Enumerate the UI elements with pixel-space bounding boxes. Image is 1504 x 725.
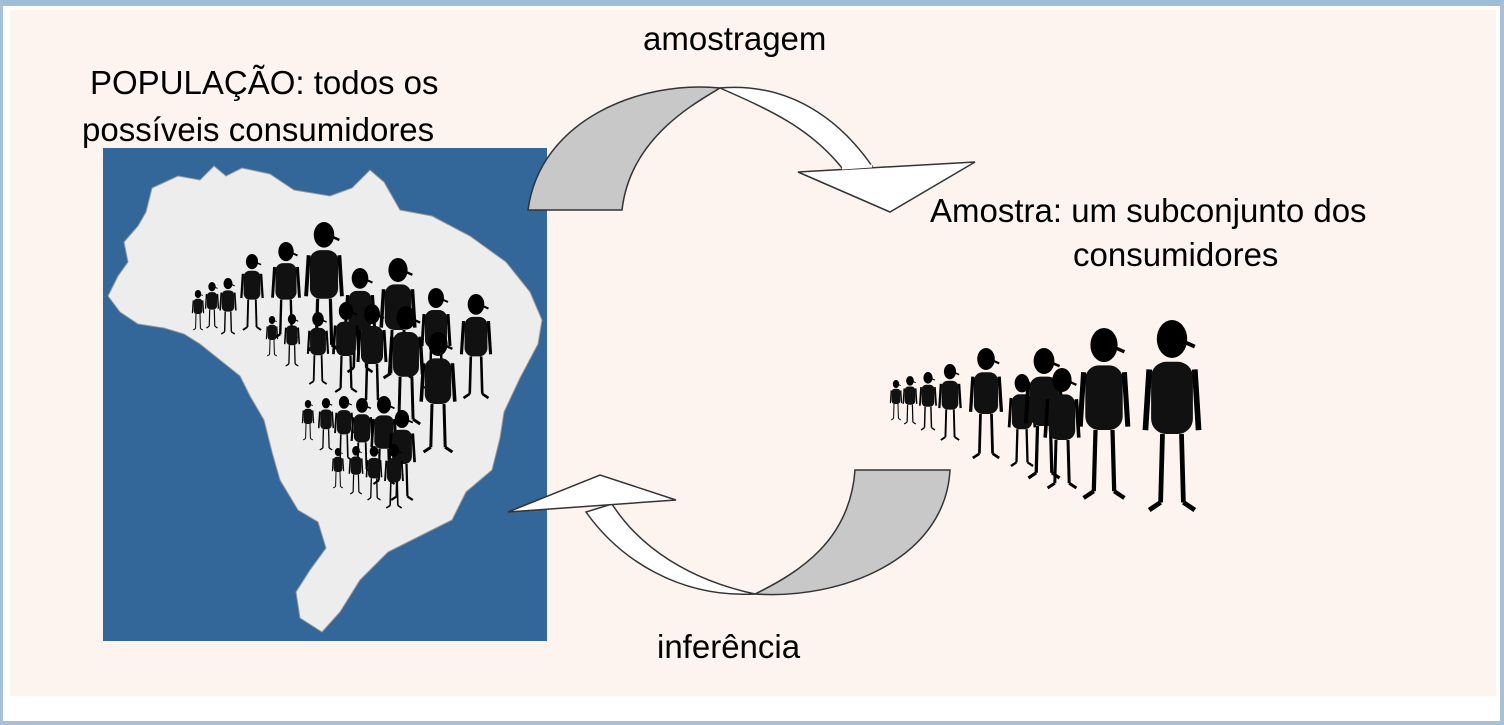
population-label-line2: possíveis consumidores [82,111,435,148]
person-figure [317,398,335,451]
person-figure [889,380,903,421]
person-figure [348,446,364,495]
person-figure [919,372,937,431]
sampling-arrow-icon [527,86,976,213]
sample-crowd-icon [889,320,1202,512]
person-figure [459,294,493,400]
inference-label: inferência [657,628,801,665]
inference-arrow-icon [507,469,951,596]
sample-label-line2: consumidores [1073,236,1279,273]
person-figure [419,332,457,454]
population-label-line1: POPULAÇÃO: todos os [90,64,439,101]
person-figure [265,316,279,357]
person-figure [306,312,330,385]
person-figure [384,444,404,509]
person-figure [331,448,345,489]
person-figure [301,400,315,441]
crowd-icon [191,222,493,509]
person-figure [332,302,360,393]
person-figure [968,348,1004,460]
person-figure [1077,328,1131,500]
person-figure [365,446,383,501]
person-figure [191,290,205,331]
person-figure [219,278,237,335]
sample-label-line1: Amostra: um subconjunto dos [930,192,1367,229]
population-map [103,148,547,641]
person-figure [240,254,264,331]
person-figure [283,314,301,367]
sampling-label: amostragem [643,20,827,57]
person-figure [1043,368,1081,490]
person-figure [204,282,220,329]
person-figure [938,364,962,441]
person-figure [902,376,918,425]
person-figure [1142,320,1202,512]
